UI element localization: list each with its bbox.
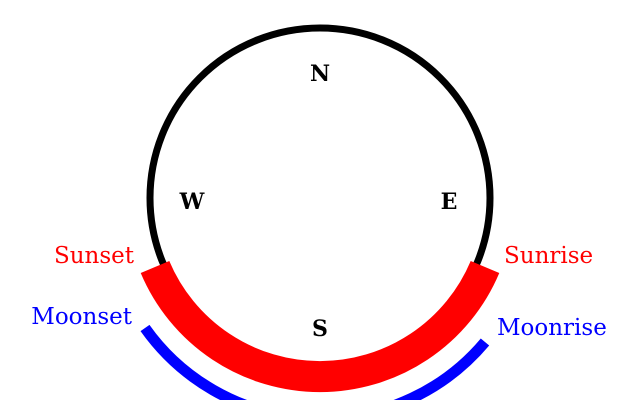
compass-north-label: N <box>310 61 330 87</box>
moon-path-arc <box>140 324 490 400</box>
sun-path-arc <box>140 260 500 393</box>
sunrise-label: Sunrise <box>504 243 593 269</box>
moonset-label: Moonset <box>31 304 132 330</box>
compass-south-label: S <box>312 316 328 342</box>
moonrise-label: Moonrise <box>497 315 607 341</box>
compass-west-label: W <box>179 189 205 215</box>
sunset-label: Sunset <box>54 243 135 269</box>
compass-east-label: E <box>441 189 458 215</box>
